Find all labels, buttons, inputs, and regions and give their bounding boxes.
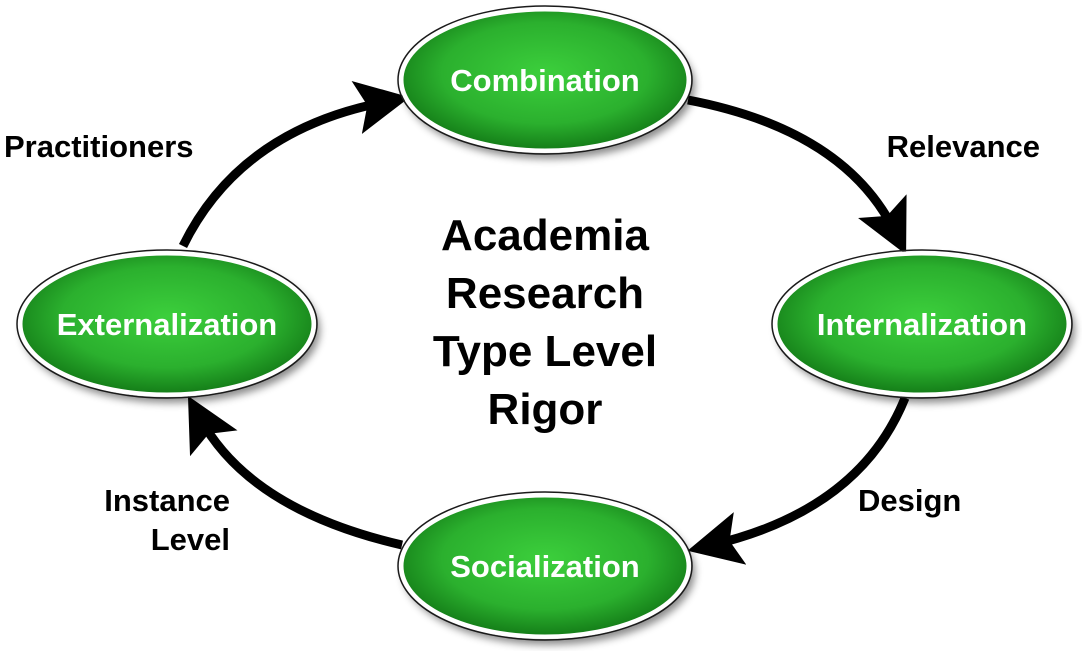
node-internalization: Internalization — [771, 249, 1073, 399]
center-line-rigor: Rigor — [488, 385, 603, 434]
node-label-externalization: Externalization — [57, 307, 278, 342]
node-label-socialization: Socialization — [450, 549, 639, 584]
node-label-combination: Combination — [450, 63, 639, 98]
center-line-research: Research — [446, 269, 644, 318]
center-line-academia: Academia — [441, 211, 649, 260]
arrow-internalization-to-socialization — [687, 396, 910, 565]
node-combination: Combination — [397, 5, 693, 155]
label-instance-level-line1: Instance — [104, 483, 230, 518]
label-practitioners: Practitioners — [4, 129, 194, 164]
arrow-socialization-to-externalization — [187, 395, 404, 550]
label-design: Design — [858, 483, 961, 518]
arrow-combination-to-internalization — [687, 95, 907, 255]
node-socialization: Socialization — [397, 491, 693, 641]
label-instance-level-line2: Level — [151, 522, 230, 557]
arrow-externalization-to-combination — [178, 80, 410, 248]
node-externalization: Externalization — [16, 249, 318, 399]
label-relevance: Relevance — [887, 129, 1040, 164]
node-label-internalization: Internalization — [817, 307, 1027, 342]
center-line-type-level: Type Level — [433, 327, 657, 376]
